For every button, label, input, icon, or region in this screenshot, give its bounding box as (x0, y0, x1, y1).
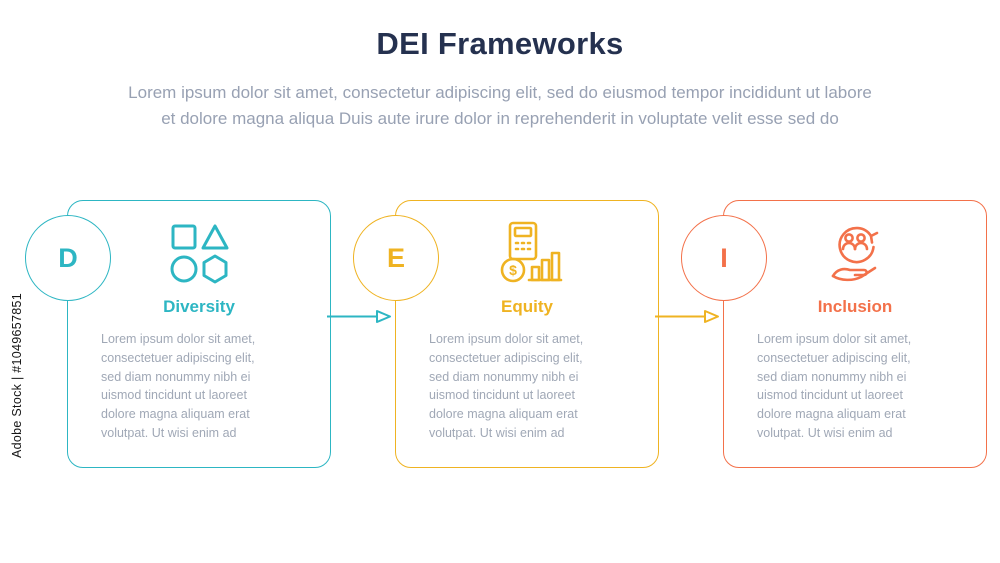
card-diversity: D Diversity Lorem ipsum dolor sit amet, … (25, 200, 331, 468)
letter-badge-i: I (681, 215, 767, 301)
card-body-diversity: Lorem ipsum dolor sit amet, consectetuer… (101, 332, 256, 440)
card-body-equity: Lorem ipsum dolor sit amet, consectetuer… (429, 332, 584, 440)
page-title: DEI Frameworks (376, 26, 624, 61)
card-inclusion-content: Inclusion Lorem ipsum dolor sit amet, co… (724, 201, 986, 467)
card-inclusion: I Inclusion Lorem ipsum dolor sit amet, … (681, 200, 987, 468)
card-body-inclusion: Lorem ipsum dolor sit amet, consectetuer… (757, 332, 912, 440)
card-title-inclusion: Inclusion (817, 297, 893, 316)
letter-badge-d: D (25, 215, 111, 301)
calculator-finance-icon: $ (486, 211, 568, 295)
card-title-diversity: Diversity (163, 297, 235, 316)
geometric-shapes-icon (163, 211, 235, 295)
people-in-hand-icon (819, 211, 891, 295)
letter-badge-e: E (353, 215, 439, 301)
svg-text:$: $ (509, 262, 517, 278)
card-diversity-content: Diversity Lorem ipsum dolor sit amet, co… (68, 201, 330, 467)
card-title-equity: Equity (501, 297, 553, 316)
arrow-right-icon (327, 308, 393, 325)
card-equity-content: $ Equity Lorem ipsum dolor sit amet, con… (396, 201, 658, 467)
arrow-right-icon (655, 308, 721, 325)
card-equity: E $ Equity Lorem ipsum dolor sit amet, c… (353, 200, 659, 468)
page-subtitle: Lorem ipsum dolor sit amet, consectetur … (128, 83, 872, 129)
watermark: Adobe Stock | #1049657851 (10, 292, 24, 458)
